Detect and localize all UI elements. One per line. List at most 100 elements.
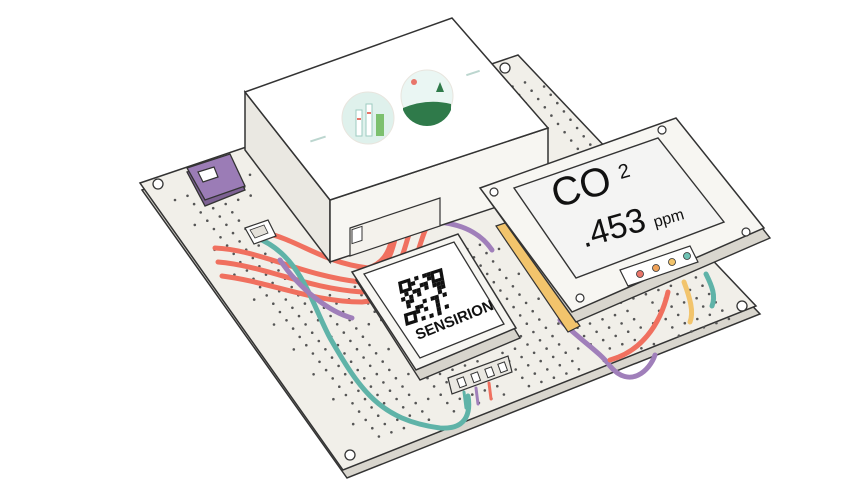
breadboard-hole [186,194,189,198]
breadboard-hole [497,247,501,251]
breadboard-hole [576,147,580,151]
breadboard-hole [540,380,543,384]
breadboard-hole [532,330,535,334]
breadboard-hole [445,380,448,384]
breadboard-hole [407,372,410,376]
breadboard-hole [387,347,390,351]
breadboard-hole [285,319,288,322]
breadboard-hole [498,268,502,272]
mounting-hole [736,300,748,312]
breadboard-hole [245,269,249,272]
breadboard-hole [376,414,380,418]
breadboard-hole [458,397,462,401]
breadboard-hole [375,372,379,376]
breadboard-hole [463,364,467,367]
breadboard-hole [395,397,398,401]
breadboard-hole [258,285,262,289]
breadboard-hole [332,397,335,401]
breadboard-hole [575,126,579,130]
breadboard-hole [639,326,642,329]
breadboard-hole [381,360,385,363]
breadboard-hole [582,334,586,338]
breadboard-hole [225,244,229,247]
breadboard-hole [621,342,624,346]
breadboard-hole [383,422,387,426]
breadboard-hole [376,393,379,397]
breadboard-hole [695,296,698,300]
breadboard-hole [669,284,673,288]
breadboard-hole [501,351,504,355]
breadboard-hole [284,298,288,301]
breadboard-hole [571,359,574,363]
breadboard-hole [421,410,424,413]
breadboard-hole [438,372,442,376]
breadboard-hole [219,236,222,239]
breadboard-hole [248,173,252,177]
breadboard-hole [361,335,365,339]
breadboard-hole [479,264,482,267]
status-led-red [636,270,644,278]
breadboard-hole [401,406,405,409]
breadboard-hole [512,305,515,309]
breadboard-hole [452,410,456,413]
breadboard-hole [343,352,346,355]
landscape-logo-icon [400,69,454,127]
breadboard-hole [520,355,523,359]
breadboard-hole [225,223,228,227]
enclosure-box [243,17,550,265]
mounting-hole [152,178,164,190]
breadboard-hole [310,310,313,314]
breadboard-hole [608,347,612,350]
breadboard-hole [231,211,234,214]
breadboard-hole [238,240,241,243]
breadboard-hole [542,85,546,88]
breadboard-hole [702,326,706,329]
breadboard-hole [682,301,686,304]
breadboard-hole [551,355,555,359]
breadboard-hole [407,393,411,397]
breadboard-hole [701,305,705,308]
breadboard-hole [514,368,517,371]
breadboard-hole [298,335,302,339]
breadboard-hole [721,309,724,312]
breadboard-hole [582,135,585,138]
breadboard-hole [707,292,711,296]
breadboard-hole [355,327,358,330]
breadboard-hole [271,281,274,285]
breadboard-hole [550,114,553,117]
breadboard-hole [377,435,381,438]
breadboard-hole [715,321,718,325]
display-screen [512,137,726,279]
breadboard-hole [337,364,340,368]
breadboard-hole [513,347,517,351]
breadboard-hole [317,339,321,343]
breadboard-hole [211,206,215,210]
status-led-orange [652,264,660,272]
breadboard-hole [297,314,301,318]
breadboard-hole [367,322,371,326]
breadboard-hole [562,110,566,113]
breadboard-hole [206,219,209,222]
breadboard-hole [432,385,436,388]
breadboard-hole [382,401,386,405]
breadboard-hole [595,330,598,334]
breadboard-hole [519,334,523,338]
breadboard-hole [357,389,360,393]
breadboard-hole [212,227,216,231]
breadboard-hole [557,343,561,346]
breadboard-hole [324,368,328,372]
mounting-hole [344,449,356,461]
breadboard-hole [394,376,398,380]
breadboard-hole [338,385,341,389]
breadboard-hole [677,334,681,338]
breadboard-hole [564,351,567,355]
breadboard-hole [546,368,549,371]
breadboard-hole [355,347,359,351]
breadboard-hole [369,385,373,388]
screw-hole [657,125,667,135]
status-led-teal [683,252,691,260]
breadboard-hole [363,377,366,380]
breadboard-hole [277,269,280,272]
enclosure-logos [310,69,480,145]
breadboard-hole [272,302,275,306]
